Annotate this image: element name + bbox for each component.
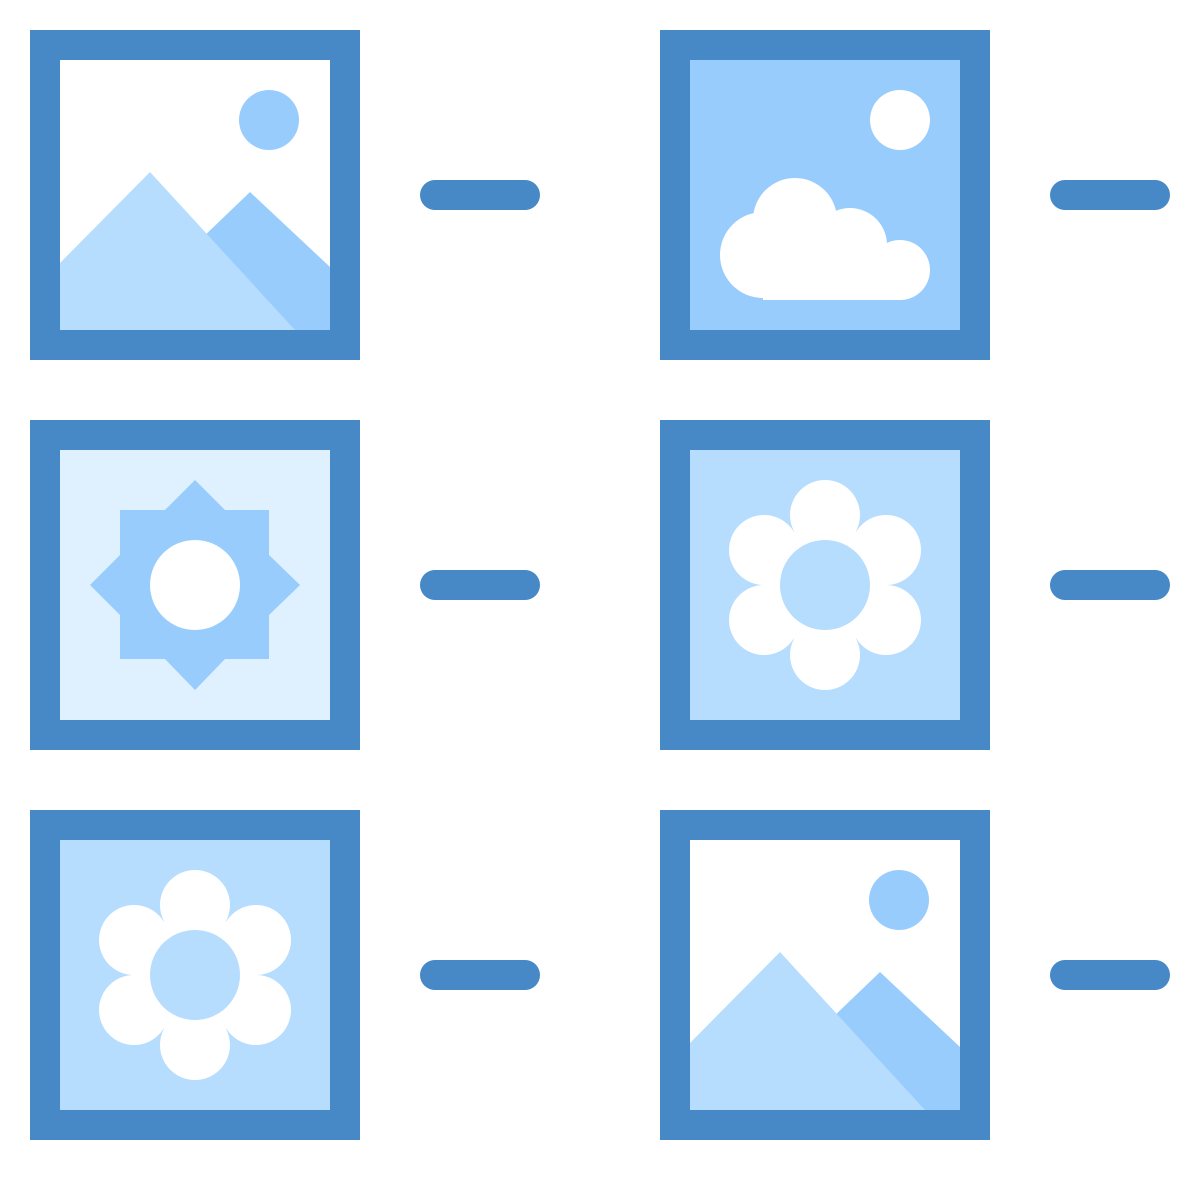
landscape-photo-icon[interactable] [30, 30, 360, 360]
flower-photo-icon[interactable] [660, 420, 990, 750]
landscape-photo-icon[interactable] [660, 810, 990, 1140]
cloud-photo-icon[interactable] [660, 30, 990, 360]
remove-button-6[interactable] [1050, 960, 1170, 990]
remove-button-2[interactable] [1050, 180, 1170, 210]
remove-button-5[interactable] [420, 960, 540, 990]
flower-photo-icon[interactable] [30, 810, 360, 1140]
remove-button-1[interactable] [420, 180, 540, 210]
sun-photo-icon[interactable] [30, 420, 360, 750]
remove-button-4[interactable] [1050, 570, 1170, 600]
remove-button-3[interactable] [420, 570, 540, 600]
